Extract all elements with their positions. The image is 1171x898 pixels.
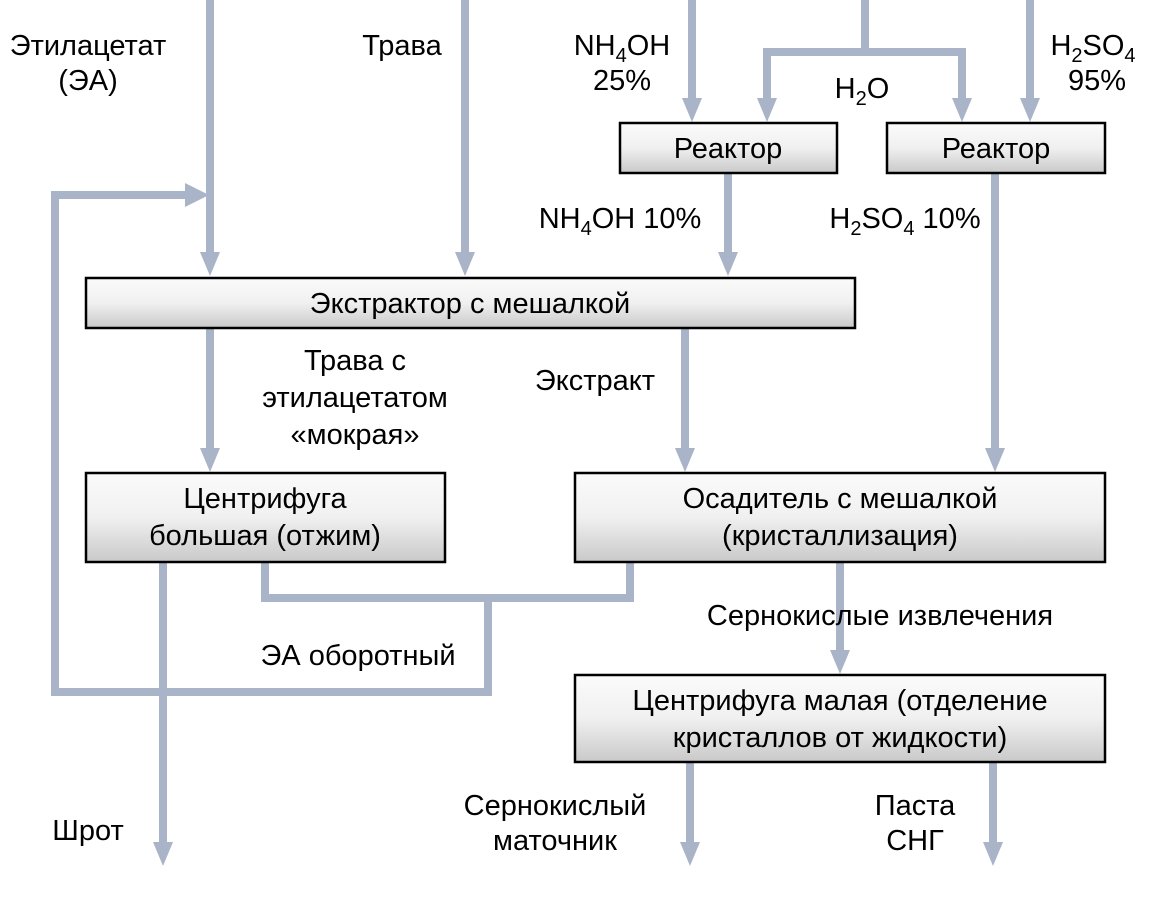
centrifuge-small-box: Центрифуга малая (отделение кристаллов о… xyxy=(573,673,1107,764)
h2so4-95-label: H2SO4 xyxy=(1050,30,1135,67)
flow-lines xyxy=(51,0,1034,846)
centrifuge-big-label: Центрифуга xyxy=(183,483,347,515)
arrowhead-icon xyxy=(682,98,702,122)
precipitator-label: (кристаллизация) xyxy=(722,520,958,552)
grass-label: Трава xyxy=(362,30,442,62)
extract-label: Экстракт xyxy=(535,365,655,397)
h2so4-10-label: H2SO4 10% xyxy=(829,203,980,240)
extractor-box: Экстрактор с мешалкой xyxy=(84,276,857,330)
flow-ea-return xyxy=(261,562,634,602)
h2so4-95-percent: 95% xyxy=(1068,65,1126,97)
extractor-label: Экстрактор с мешалкой xyxy=(310,288,630,320)
centrifuge-small-label: кристаллов от жидкости) xyxy=(673,722,1008,754)
paste-label: СНГ xyxy=(886,825,944,857)
arrowhead-icon xyxy=(153,842,173,866)
recycled-ea-label: ЭА оборотный xyxy=(260,640,455,672)
water-label: H2O xyxy=(835,73,890,110)
arrowhead-icon xyxy=(757,98,777,122)
arrowhead-icon xyxy=(718,252,738,276)
centrifuge-small-label: Центрифуга малая (отделение xyxy=(632,685,1047,717)
reactor-right-box: Реактор xyxy=(885,121,1107,175)
mother-liquor-label: маточник xyxy=(493,825,617,857)
ethyl-acetate-label: (ЭА) xyxy=(58,65,118,97)
arrowhead-icon xyxy=(185,183,209,207)
arrowhead-icon xyxy=(985,448,1005,472)
mother-liquor-label: Сернокислый xyxy=(464,790,647,822)
reactor-right-label: Реактор xyxy=(942,133,1051,165)
arrowhead-icon xyxy=(200,252,220,276)
reactor-left-label: Реактор xyxy=(674,133,783,165)
flow-water xyxy=(763,0,966,102)
nh4oh-25-percent: 25% xyxy=(593,65,651,97)
reactor-left-box: Реактор xyxy=(618,121,839,175)
wet-grass-label: этилацетатом xyxy=(262,382,448,414)
arrowhead-icon xyxy=(983,842,1003,866)
flow-recycle-loop xyxy=(51,191,492,696)
arrowhead-icon xyxy=(680,842,700,866)
wet-grass-label: «мокрая» xyxy=(291,419,420,451)
centrifuge-big-box: Центрифуга большая (отжим) xyxy=(84,471,447,564)
arrowheads xyxy=(153,98,1040,866)
arrowhead-icon xyxy=(675,448,695,472)
arrowhead-icon xyxy=(455,252,475,276)
precipitator-box: Осадитель с мешалкой (кристаллизация) xyxy=(573,471,1107,564)
sulfuric-extracts-label: Сернокислые извлечения xyxy=(707,600,1053,632)
meal-label: Шрот xyxy=(52,815,123,847)
ethyl-acetate-label: Этилацетат xyxy=(10,30,167,62)
centrifuge-big-label: большая (отжим) xyxy=(149,520,381,552)
nh4oh-25-label: NH4OH xyxy=(574,30,671,67)
arrowhead-icon xyxy=(200,448,220,472)
arrowhead-icon xyxy=(1020,98,1040,122)
arrowhead-icon xyxy=(952,98,972,122)
paste-label: Паста xyxy=(875,790,956,822)
arrowhead-icon xyxy=(830,650,850,674)
nh4oh-10-label: NH4OH 10% xyxy=(539,203,702,240)
precipitator-label: Осадитель с мешалкой xyxy=(683,483,998,515)
wet-grass-label: Трава с xyxy=(304,345,406,377)
